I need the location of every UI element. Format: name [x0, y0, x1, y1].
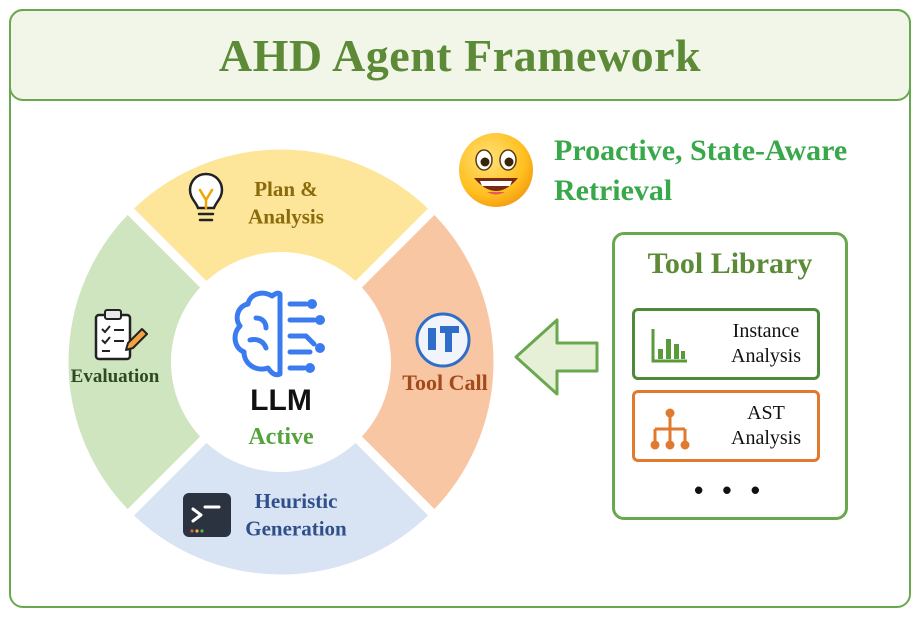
tool-card-label: AST Analysis [731, 402, 801, 449]
tree-hierarchy-icon [650, 408, 690, 450]
active-label: Active [248, 424, 314, 450]
evaluation-label: Evaluation [71, 366, 160, 387]
terminal-icon [183, 493, 231, 537]
tool-library-panel: Tool Library Instance Analysis AST Analy… [612, 232, 848, 520]
brain-circuit-icon [232, 290, 325, 378]
tool-call-icon [415, 312, 471, 368]
clipboard-checklist-icon [94, 309, 148, 361]
bar-chart-icon [651, 329, 687, 363]
tool-call-label: Tool Call [402, 370, 487, 395]
lightbulb-icon [188, 172, 224, 222]
tool-library-title: Tool Library [647, 247, 813, 280]
retrieval-text: Proactive, State-Aware Retrieval [554, 134, 848, 207]
plan-analysis-label: Plan &Analysis [248, 177, 324, 228]
tool-card-instance-analysis: Instance Analysis [632, 308, 820, 380]
title-bar: AHD Agent Framework [9, 9, 911, 101]
retrieval-arrow [514, 318, 599, 396]
page-title: AHD Agent Framework [218, 29, 702, 81]
tool-card-label: Instance Analysis [731, 320, 801, 367]
more-tools-ellipsis: • • • [694, 475, 766, 505]
smiley-face-icon [459, 133, 533, 207]
tool-card-ast-analysis: AST Analysis [632, 390, 820, 462]
llm-label: LLM [250, 384, 312, 417]
